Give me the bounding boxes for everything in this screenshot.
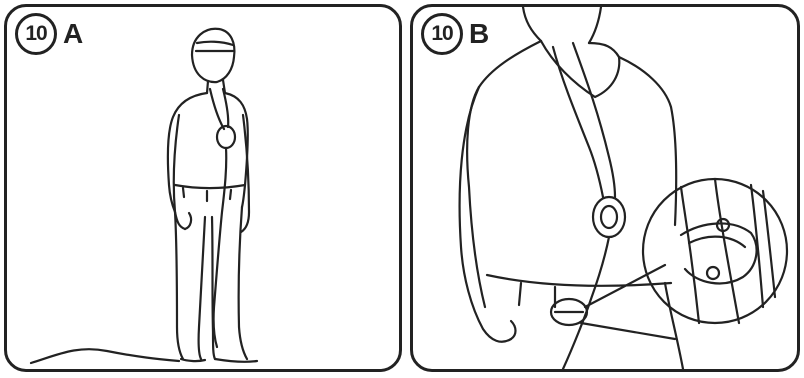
cap-line [197, 42, 233, 45]
torso-right [225, 93, 248, 207]
left-leg-outer [175, 212, 183, 359]
right-shoe [215, 359, 257, 362]
torso-closeup-illustration [413, 7, 797, 369]
figure-head [192, 29, 234, 82]
right-shoulder-body [619, 57, 676, 225]
lanyard-wire [214, 148, 227, 347]
step-label-b: 10 B [421, 13, 489, 55]
lanyard-cord [210, 89, 228, 129]
left-leg-inner [199, 217, 205, 359]
detail-fabric-left [681, 187, 699, 323]
wire-down [563, 237, 609, 369]
standing-figure-illustration [7, 7, 399, 369]
step-letter-b: B [469, 18, 489, 50]
floor-cable [31, 349, 179, 363]
panel-b: 10 B [410, 4, 800, 372]
step-label-a: 10 A [15, 13, 83, 55]
lanyard-cord-left [553, 47, 603, 197]
pants-right [665, 283, 683, 369]
left-hand [185, 213, 191, 229]
step-number-b: 10 [421, 13, 463, 55]
pendant-device [217, 126, 235, 148]
pendant-device [593, 197, 625, 237]
belt-loops [519, 283, 555, 307]
panel-a: 10 A [4, 4, 402, 372]
callout-lines [581, 265, 675, 339]
detail-clip-inner [689, 237, 745, 247]
detail-magnifier [643, 179, 787, 323]
detail-fabric-right [715, 179, 739, 323]
pendant-center [601, 206, 617, 228]
left-shoulder-body [467, 41, 541, 307]
neck-lines [523, 7, 601, 43]
left-arm [460, 87, 511, 342]
left-hand [511, 321, 516, 339]
detail-clip-hole-bottom [707, 267, 719, 279]
step-number-a: 10 [15, 13, 57, 55]
step-letter-a: A [63, 18, 83, 50]
waist-line [175, 185, 245, 188]
